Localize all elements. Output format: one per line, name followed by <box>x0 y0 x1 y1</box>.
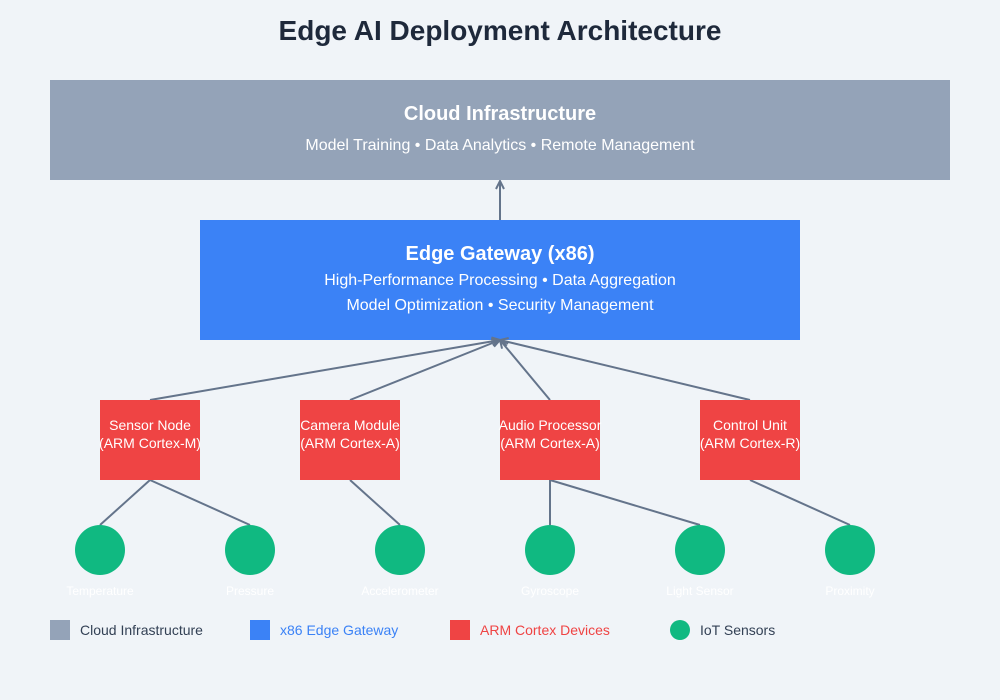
cloud-infrastructure-box[interactable]: Cloud Infrastructure Model Training • Da… <box>50 80 950 180</box>
device-to-gateway-arrow <box>149 340 500 401</box>
cloud-box-rect <box>50 80 950 180</box>
gateway-box-rect <box>200 220 800 340</box>
device-box <box>500 400 600 480</box>
device-arch: (ARM Cortex-M) <box>99 435 201 451</box>
legend: Cloud Infrastructure x86 Edge Gateway ARM … <box>50 620 775 640</box>
arm-device-node[interactable]: Control Unit (ARM Cortex-R) <box>700 400 800 480</box>
device-to-gateway-arrow <box>500 340 751 401</box>
arm-device-node[interactable]: Sensor Node (ARM Cortex-M) <box>99 400 201 480</box>
device-to-sensor-link <box>549 479 701 526</box>
iot-sensors: Temperature Pressure Accelerometer Gyroscop… <box>66 525 875 598</box>
device-box <box>300 400 400 480</box>
cloud-title: Cloud Infrastructure <box>404 103 596 125</box>
iot-sensor-node[interactable]: Accelerometer <box>361 525 439 598</box>
sensor-circle <box>675 525 725 575</box>
sensor-label: Pressure <box>226 584 274 598</box>
legend-label: Cloud Infrastructure <box>80 622 203 638</box>
legend-circle-swatch <box>670 620 690 640</box>
device-to-sensor-link <box>99 479 151 526</box>
legend-square-swatch <box>250 620 270 640</box>
iot-sensor-node[interactable]: Light Sensor <box>666 525 734 598</box>
device-name: Control Unit <box>713 417 787 433</box>
device-name: Sensor Node <box>109 417 191 433</box>
device-box <box>700 400 800 480</box>
iot-sensor-node[interactable]: Gyroscope <box>521 525 579 598</box>
edge-gateway-box[interactable]: Edge Gateway (x86) High-Performance Proc… <box>200 220 800 340</box>
sensor-label: Accelerometer <box>361 584 438 598</box>
iot-sensor-node[interactable]: Temperature <box>66 525 134 598</box>
legend-label: ARM Cortex Devices <box>480 622 610 638</box>
device-to-sensor-link <box>749 479 851 526</box>
device-arch: (ARM Cortex-A) <box>300 435 400 451</box>
legend-item: ARM Cortex Devices <box>450 620 610 640</box>
arm-device-node[interactable]: Audio Processor (ARM Cortex-A) <box>499 400 602 480</box>
sensor-circle <box>375 525 425 575</box>
legend-item: x86 Edge Gateway <box>250 620 398 640</box>
iot-sensor-node[interactable]: Proximity <box>825 525 875 598</box>
device-to-sensor-link <box>349 479 401 526</box>
arm-devices: Sensor Node (ARM Cortex-M) Camera Module (A… <box>99 400 800 480</box>
legend-item: IoT Sensors <box>670 620 775 640</box>
iot-sensor-node[interactable]: Pressure <box>225 525 275 598</box>
diagram-title: Edge AI Deployment Architecture <box>279 15 722 46</box>
device-to-sensor-link <box>149 479 251 526</box>
legend-label: x86 Edge Gateway <box>280 622 398 638</box>
cloud-subtitle: Model Training • Data Analytics • Remote… <box>305 137 695 154</box>
gateway-title: Edge Gateway (x86) <box>406 243 595 265</box>
sensor-circle <box>825 525 875 575</box>
sensor-label: Proximity <box>825 584 874 598</box>
device-arch: (ARM Cortex-R) <box>700 435 800 451</box>
sensor-label: Light Sensor <box>666 584 733 598</box>
sensor-label: Temperature <box>66 584 134 598</box>
legend-label: IoT Sensors <box>700 622 775 638</box>
legend-item: Cloud Infrastructure <box>50 620 203 640</box>
connection-links <box>99 340 851 526</box>
gateway-line-2: Model Optimization • Security Management <box>346 297 654 314</box>
sensor-circle <box>525 525 575 575</box>
device-arch: (ARM Cortex-A) <box>500 435 600 451</box>
sensor-circle <box>75 525 125 575</box>
device-name: Camera Module <box>300 417 400 433</box>
legend-square-swatch <box>50 620 70 640</box>
sensor-circle <box>225 525 275 575</box>
device-name: Audio Processor <box>499 417 602 433</box>
gateway-line-1: High-Performance Processing • Data Aggre… <box>324 272 676 289</box>
device-to-gateway-arrow <box>500 340 551 401</box>
sensor-label: Gyroscope <box>521 584 579 598</box>
device-to-gateway-arrow <box>349 340 500 401</box>
arm-device-node[interactable]: Camera Module (ARM Cortex-A) <box>300 400 400 480</box>
device-box <box>100 400 200 480</box>
legend-square-swatch <box>450 620 470 640</box>
